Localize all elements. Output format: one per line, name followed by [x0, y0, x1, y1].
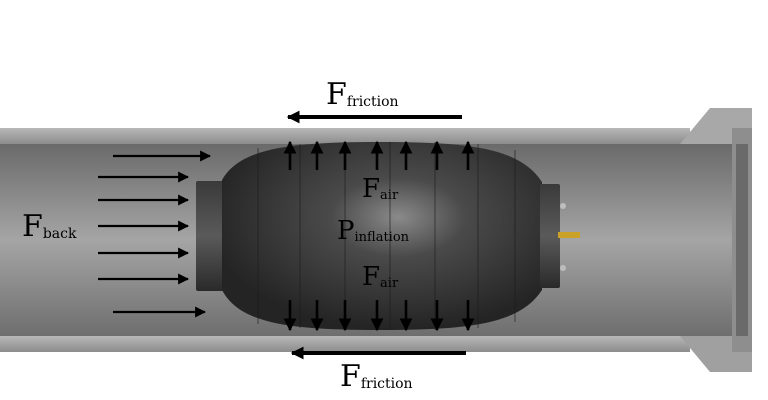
plug-bladder [222, 142, 542, 330]
inflation-pressure-label: Pinflation [337, 218, 409, 244]
friction-label-top: Ffriction [326, 80, 399, 110]
friction-label-bottom-subscript: friction [360, 376, 413, 392]
air-force-label-top: Fair [362, 176, 398, 202]
friction-label-bottom: Ffriction [340, 362, 413, 392]
air-force-top-symbol: F [362, 174, 381, 204]
back-pressure-arrows [98, 150, 212, 318]
air-force-bottom-symbol: F [362, 262, 381, 292]
pipe-bottom-wall [0, 336, 690, 352]
back-force-subscript: back [42, 226, 77, 242]
back-force-label: Fback [22, 212, 76, 242]
air-force-bottom-subscript: air [380, 276, 399, 291]
inflation-pressure-subscript: inflation [354, 230, 410, 245]
air-pressure-arrows-down [283, 300, 475, 332]
air-pressure-arrows-up [283, 140, 475, 170]
friction-label-bottom-symbol: F [340, 359, 361, 394]
fitting-bolt [560, 203, 566, 209]
inflation-pressure-symbol: P [337, 216, 355, 246]
pipe-top-wall [0, 128, 690, 144]
friction-label-top-symbol: F [326, 77, 347, 112]
air-force-top-subscript: air [380, 188, 399, 203]
plug-left-end-cap [196, 181, 224, 291]
air-force-label-bottom: Fair [362, 264, 398, 290]
plug-ribs [257, 142, 516, 330]
plug-right-end-cap [540, 184, 560, 288]
back-force-symbol: F [22, 209, 43, 244]
inflation-valve [558, 232, 580, 238]
inflatable-plug [196, 142, 580, 330]
fitting-bolt [560, 265, 566, 271]
friction-label-top-subscript: friction [346, 94, 399, 110]
